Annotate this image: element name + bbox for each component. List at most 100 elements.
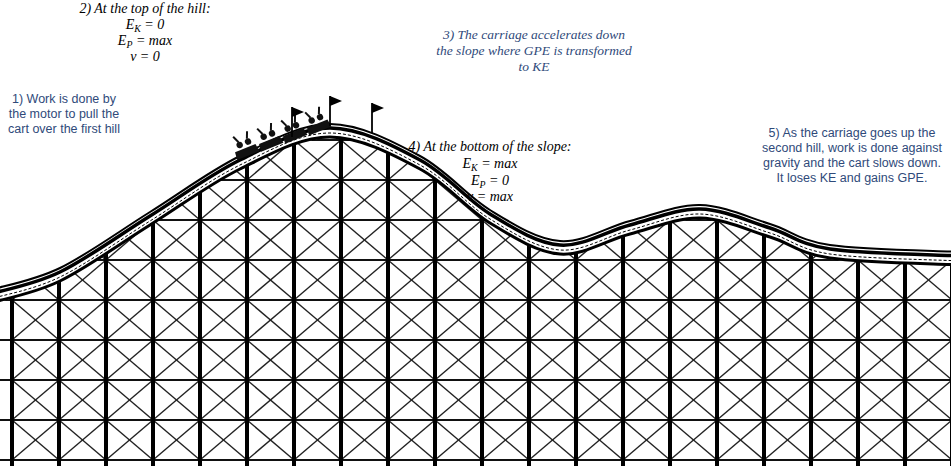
step-note: 5) As the carriage goes up the second hi… bbox=[758, 126, 946, 186]
energy-equation: EK = max bbox=[400, 156, 580, 174]
cross-brace bbox=[294, 220, 341, 260]
cross-brace bbox=[106, 340, 153, 380]
support-post bbox=[668, 100, 672, 466]
cross-brace bbox=[811, 300, 858, 340]
cross-brace bbox=[12, 220, 59, 260]
cross-brace bbox=[670, 380, 717, 420]
energy-equation: EK = 0 bbox=[60, 17, 230, 35]
cross-brace bbox=[905, 420, 951, 460]
cross-brace bbox=[247, 220, 294, 260]
cross-brace bbox=[153, 220, 200, 260]
cross-brace bbox=[106, 420, 153, 460]
cross-brace bbox=[670, 420, 717, 460]
cross-brace bbox=[59, 340, 106, 380]
cross-brace bbox=[388, 300, 435, 340]
support-post bbox=[151, 100, 155, 466]
cross-brace bbox=[294, 300, 341, 340]
cross-brace bbox=[200, 300, 247, 340]
cross-brace bbox=[153, 380, 200, 420]
cross-brace bbox=[811, 380, 858, 420]
cross-brace bbox=[529, 260, 576, 300]
cross-brace bbox=[764, 260, 811, 300]
cross-brace bbox=[153, 140, 200, 180]
cross-brace bbox=[341, 380, 388, 420]
cross-brace bbox=[576, 140, 623, 180]
subscript: K bbox=[134, 23, 141, 34]
cross-brace bbox=[670, 420, 717, 460]
horizontal-beam bbox=[0, 459, 951, 461]
cross-brace bbox=[106, 260, 153, 300]
cross-brace bbox=[200, 220, 247, 260]
cross-brace bbox=[623, 260, 670, 300]
cross-brace bbox=[59, 220, 106, 260]
cross-brace bbox=[388, 180, 435, 220]
cross-brace bbox=[576, 180, 623, 220]
cross-brace bbox=[764, 260, 811, 300]
rider bbox=[316, 113, 324, 121]
cross-brace bbox=[576, 140, 623, 180]
step-heading: 2) At the top of the hill: bbox=[60, 1, 230, 18]
cross-brace bbox=[12, 300, 59, 340]
cross-brace bbox=[576, 420, 623, 460]
cross-brace bbox=[341, 180, 388, 220]
cross-brace bbox=[106, 340, 153, 380]
cross-brace bbox=[341, 300, 388, 340]
cross-brace bbox=[12, 180, 59, 220]
cross-brace bbox=[670, 220, 717, 260]
cross-brace bbox=[482, 420, 529, 460]
cross-brace bbox=[59, 140, 106, 180]
cross-brace bbox=[764, 380, 811, 420]
cross-brace bbox=[341, 220, 388, 260]
cross-brace bbox=[12, 300, 59, 340]
cross-brace bbox=[670, 300, 717, 340]
cross-brace bbox=[576, 300, 623, 340]
cross-brace bbox=[247, 300, 294, 340]
cross-brace bbox=[858, 380, 905, 420]
cross-brace bbox=[388, 180, 435, 220]
cross-brace bbox=[12, 420, 59, 460]
cross-brace bbox=[764, 340, 811, 380]
rider-arm bbox=[305, 111, 310, 119]
rider-arm bbox=[316, 107, 321, 115]
cross-brace bbox=[59, 420, 106, 460]
cross-brace bbox=[529, 300, 576, 340]
horizontal-beam bbox=[0, 339, 951, 341]
cross-brace bbox=[388, 260, 435, 300]
support-post bbox=[621, 100, 625, 466]
support-post bbox=[104, 100, 108, 466]
cross-brace bbox=[106, 260, 153, 300]
cross-brace bbox=[811, 420, 858, 460]
cross-brace bbox=[341, 140, 388, 180]
cross-brace bbox=[858, 420, 905, 460]
support-post bbox=[527, 100, 531, 466]
cross-brace bbox=[717, 340, 764, 380]
cross-brace bbox=[717, 300, 764, 340]
cross-brace bbox=[12, 220, 59, 260]
cross-brace bbox=[623, 140, 670, 180]
cross-brace bbox=[482, 260, 529, 300]
cross-brace bbox=[905, 260, 951, 300]
cross-brace bbox=[623, 260, 670, 300]
cross-brace bbox=[388, 340, 435, 380]
energy-equation: v = 0 bbox=[60, 49, 230, 66]
cross-brace bbox=[106, 420, 153, 460]
cross-brace bbox=[435, 260, 482, 300]
cross-brace bbox=[717, 420, 764, 460]
cross-brace bbox=[623, 380, 670, 420]
cross-brace bbox=[106, 300, 153, 340]
cross-brace bbox=[341, 140, 388, 180]
cross-brace bbox=[341, 220, 388, 260]
cross-brace bbox=[576, 340, 623, 380]
cross-brace bbox=[200, 420, 247, 460]
cross-brace bbox=[247, 380, 294, 420]
cross-brace bbox=[764, 380, 811, 420]
support-post bbox=[339, 100, 343, 466]
cross-brace bbox=[294, 220, 341, 260]
cross-brace bbox=[670, 140, 717, 180]
flag bbox=[330, 96, 342, 106]
cross-brace bbox=[623, 420, 670, 460]
cross-brace bbox=[12, 140, 59, 180]
flag bbox=[292, 107, 304, 117]
cross-brace bbox=[294, 380, 341, 420]
cross-brace bbox=[388, 380, 435, 420]
